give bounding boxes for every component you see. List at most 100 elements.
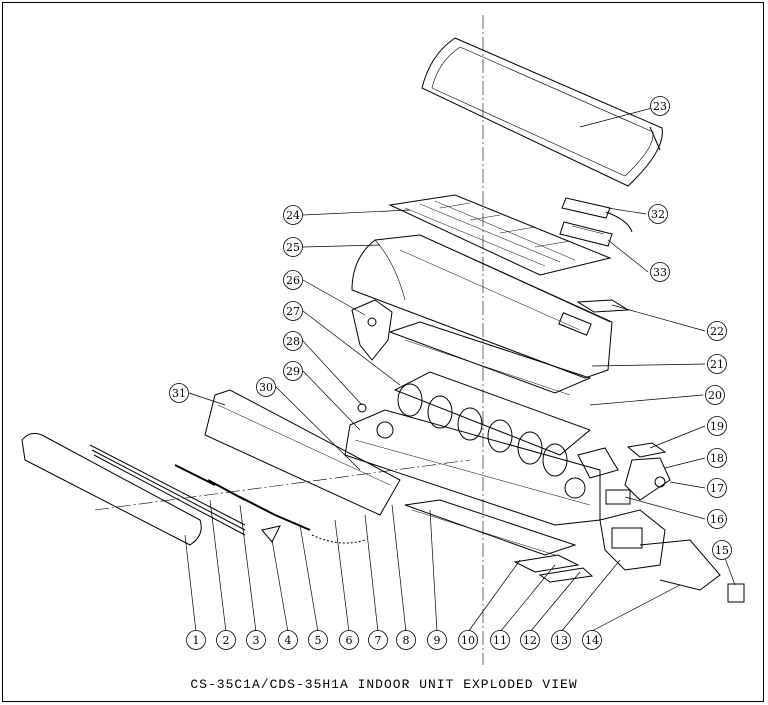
callout-25: 25 [283,237,303,257]
callout-circle [707,354,727,374]
callout-circle [256,377,276,397]
callout-number: 4 [285,634,292,647]
callout-number: 23 [653,100,667,113]
callout-3: 3 [246,630,266,650]
callout-19: 19 [707,416,727,436]
bearing-part [357,403,367,413]
callout-8: 8 [396,630,416,650]
callout-circle [707,448,727,468]
bottom-cover-2-part [538,567,594,583]
horizontal-louver-part [21,432,202,546]
callout-circle [427,630,447,650]
callout-1: 1 [186,630,206,650]
callout-circle [707,321,727,341]
callout-circle [520,630,540,650]
cover-plate-part [576,299,630,313]
callout-number: 9 [434,634,441,647]
callout-22: 22 [707,321,727,341]
callout-number: 17 [710,482,724,495]
callout-circle [490,630,510,650]
callout-number: 30 [259,381,273,394]
callout-12: 12 [520,630,540,650]
callout-circle [705,385,725,405]
callout-circle [712,540,732,560]
callout-27: 27 [283,301,303,321]
callout-number: 33 [653,266,667,279]
control-box-part [599,509,666,571]
callout-15: 15 [712,540,732,560]
callout-number: 21 [710,358,724,371]
base-chassis-part [344,409,601,526]
louver-frame-part [204,389,401,516]
callout-33: 33 [650,262,670,282]
callout-circle [458,630,478,650]
display-cover-part [561,197,633,233]
display-board-part [559,221,613,247]
callout-number: 26 [286,274,300,287]
callout-number: 10 [461,634,475,647]
callout-circle [707,416,727,436]
callout-6: 6 [339,630,359,650]
leader-lines [184,106,736,633]
callout-circle [707,478,727,498]
diagram-caption: CS-35C1A/CDS-35H1A INDOOR UNIT EXPLODED … [190,677,578,692]
callout-10: 10 [458,630,478,650]
front-panel-part [421,37,663,187]
callout-24: 24 [283,205,303,225]
callout-number: 6 [346,634,353,647]
connector-part [727,583,745,603]
vertical-louver-part [89,444,246,536]
callout-11: 11 [490,630,510,650]
callout-21: 21 [707,354,727,374]
callout-circle [186,630,206,650]
callout-5: 5 [308,630,328,650]
cross-flow-fan-part [393,371,591,477]
stepping-motor-part [261,525,281,543]
callout-circle [283,270,303,290]
callout-number: 22 [710,325,724,338]
callout-18: 18 [707,448,727,468]
callout-number: 18 [710,452,724,465]
wire-harness-part [639,539,721,591]
callout-23: 23 [650,96,670,116]
callout-number: 27 [286,305,300,318]
hose-part [311,534,366,544]
callout-14: 14 [582,630,602,650]
callout-number: 12 [523,634,537,647]
main-body-part [351,234,613,379]
callout-number: 31 [172,387,186,400]
side-bracket-part [351,299,393,361]
callout-number: 25 [286,241,300,254]
drain-pan-part [404,499,577,556]
motor-cover-part [626,442,667,458]
callout-circle [368,630,388,650]
callout-13: 13 [551,630,571,650]
callout-number: 11 [493,634,507,647]
bottom-cover-part [513,554,580,573]
terminal-block-part [605,489,631,505]
callout-circle [216,630,236,650]
callout-number: 5 [315,634,322,647]
callout-number: 3 [253,634,260,647]
callout-number: 13 [554,634,568,647]
callout-20: 20 [705,385,725,405]
callout-17: 17 [707,478,727,498]
callout-circle [283,331,303,351]
callout-circle [169,383,189,403]
linkage-bar-part [174,464,311,531]
callout-7: 7 [368,630,388,650]
callout-circle [396,630,416,650]
callout-number: 20 [708,389,722,402]
callout-26: 26 [283,270,303,290]
callout-circle [283,301,303,321]
callout-circle [551,630,571,650]
callout-number: 29 [286,365,300,378]
fan-motor-part [624,457,671,501]
callout-circle [283,237,303,257]
callout-number: 14 [585,634,599,647]
callout-31: 31 [169,383,189,403]
callout-29: 29 [283,361,303,381]
callout-circle [308,630,328,650]
